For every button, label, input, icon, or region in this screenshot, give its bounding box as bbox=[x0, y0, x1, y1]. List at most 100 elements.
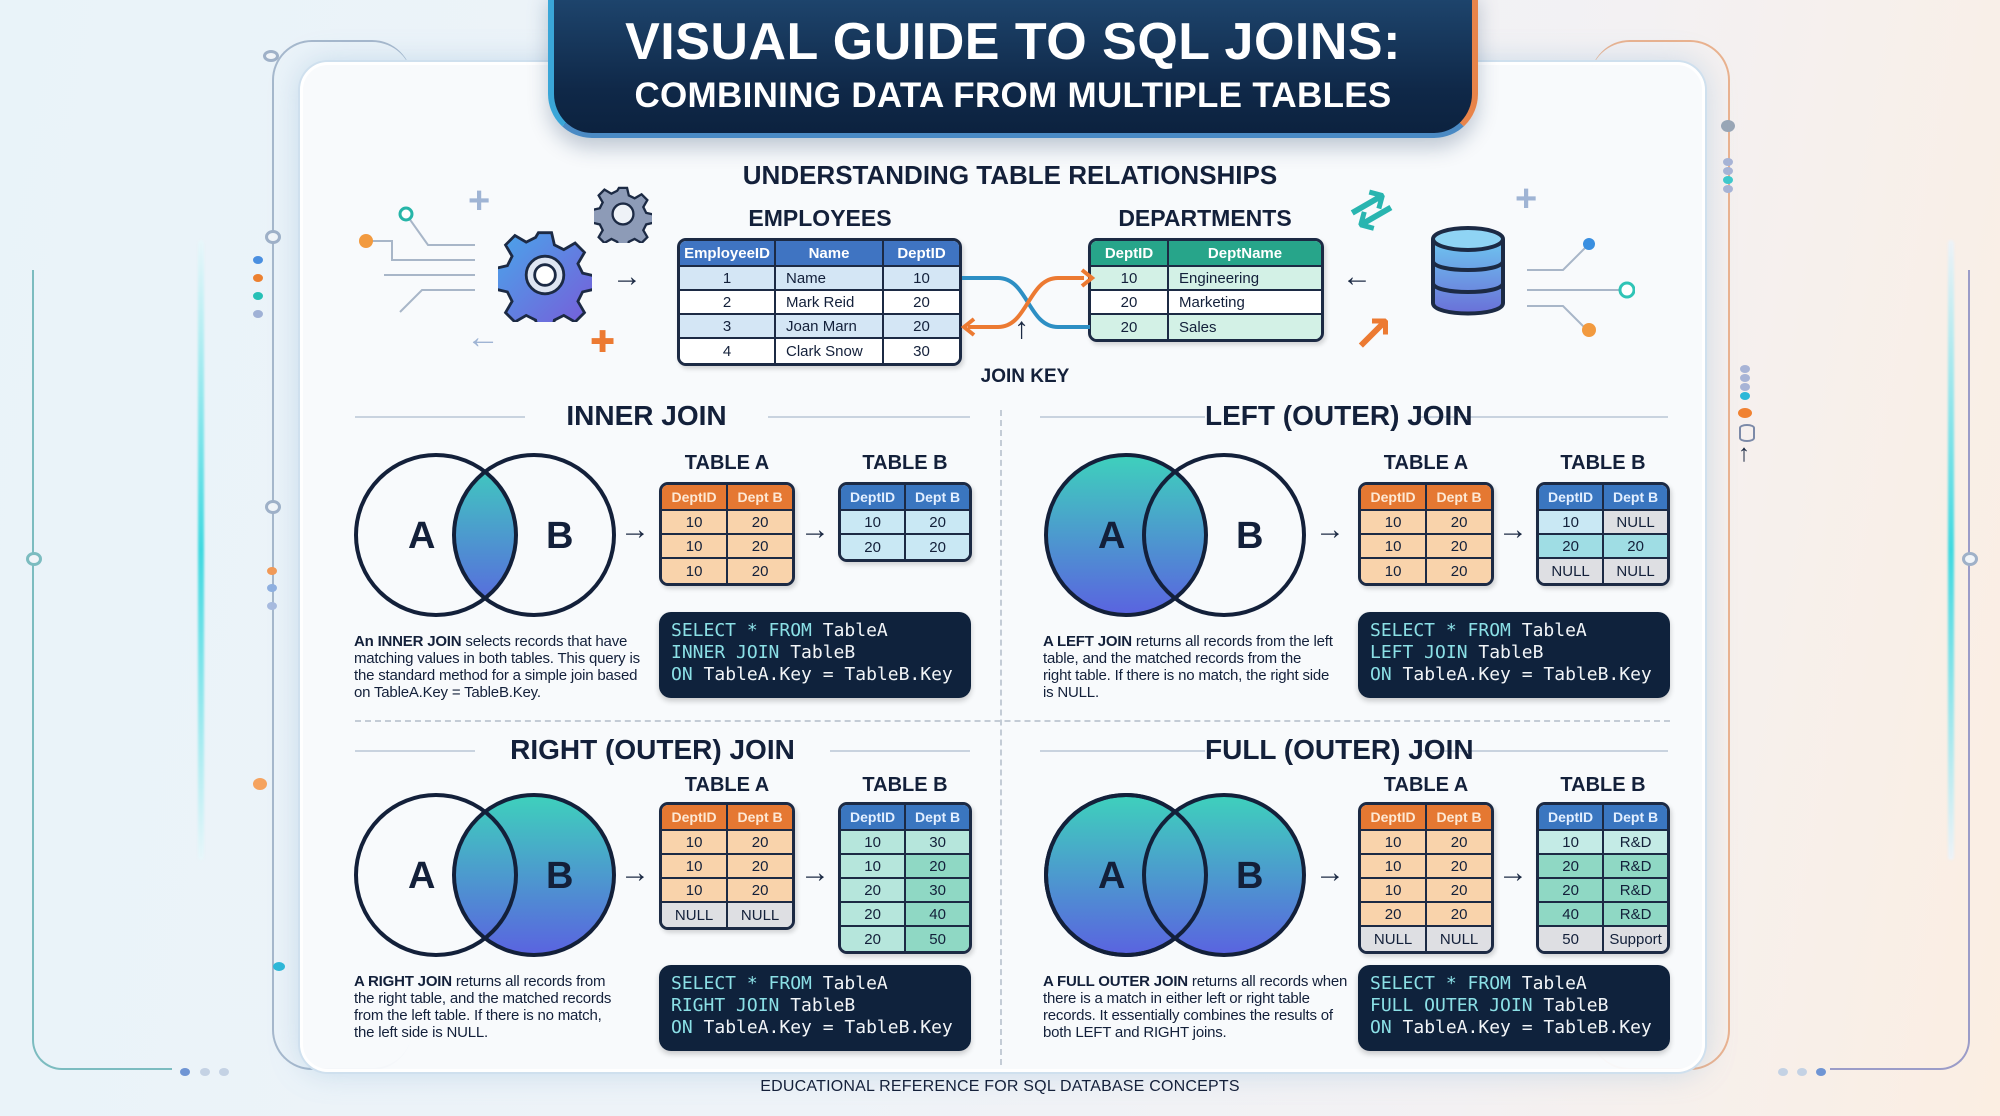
column-header: DeptID bbox=[1091, 241, 1169, 267]
sql-keyword: INNER JOIN bbox=[671, 642, 780, 663]
cell: R&D bbox=[1604, 903, 1667, 927]
join-key-connector bbox=[960, 268, 1096, 337]
description-bold: An INNER JOIN bbox=[354, 633, 462, 650]
column-header: DeptID bbox=[841, 485, 907, 511]
cell: 20 bbox=[1427, 535, 1491, 559]
cell: 10 bbox=[884, 267, 959, 291]
column-header: Dept B bbox=[1427, 485, 1491, 511]
sql-text: TableB bbox=[779, 995, 856, 1016]
sql-text: TableB bbox=[1532, 995, 1609, 1016]
decorative-dot bbox=[1721, 120, 1735, 132]
table-a-label: TABLE A bbox=[1383, 452, 1469, 474]
description-text: returns all records from the right table… bbox=[354, 973, 612, 1041]
venn-label-a: A bbox=[1098, 515, 1125, 557]
cell: 4 bbox=[680, 339, 776, 363]
column-header: Dept B bbox=[728, 805, 792, 831]
cell: 1 bbox=[680, 267, 776, 291]
cell: 10 bbox=[662, 511, 729, 535]
cell: 30 bbox=[906, 831, 969, 855]
plus-icon: + bbox=[1515, 178, 1538, 220]
employees-title: EMPLOYEES bbox=[748, 205, 892, 231]
sql-line: RIGHT JOIN TableB bbox=[671, 995, 959, 1017]
decorative-dot bbox=[253, 310, 263, 318]
cell: 20 bbox=[728, 879, 792, 903]
sql-text: TableA bbox=[1510, 973, 1587, 994]
cell: 2 bbox=[680, 291, 776, 315]
column-header: DeptID bbox=[662, 805, 729, 831]
venn-label-b: B bbox=[546, 515, 573, 557]
cell: 20 bbox=[906, 535, 969, 559]
right-join-description: A RIGHT JOIN returns all records from th… bbox=[354, 973, 624, 1041]
sql-line: FULL OUTER JOIN TableB bbox=[1370, 995, 1658, 1017]
table-header-row: DeptID DeptName bbox=[1091, 241, 1321, 267]
cell: 20 bbox=[841, 879, 907, 903]
cell: 20 bbox=[728, 535, 792, 559]
left-join-title: LEFT (OUTER) JOIN bbox=[1205, 400, 1473, 431]
cell: Marketing bbox=[1169, 291, 1321, 315]
full-join-description: A FULL OUTER JOIN returns all records wh… bbox=[1043, 973, 1348, 1041]
venn-label-a: A bbox=[1098, 855, 1125, 897]
cell: NULL bbox=[1361, 927, 1428, 951]
cell: R&D bbox=[1604, 879, 1667, 903]
decorative-node-ring bbox=[1962, 552, 1978, 566]
sql-keyword: SELECT * FROM bbox=[1370, 973, 1511, 994]
divider-left-left bbox=[1040, 416, 1205, 418]
table-a-label: TABLE A bbox=[1383, 774, 1469, 796]
cell: 40 bbox=[1539, 903, 1605, 927]
right-arrow-icon: → bbox=[800, 856, 830, 889]
venn-label-b: B bbox=[1236, 855, 1263, 897]
column-header: Dept B bbox=[1604, 805, 1667, 831]
cell: Engineering bbox=[1169, 267, 1321, 291]
title-banner: VISUAL GUIDE TO SQL JOINS: COMBINING DAT… bbox=[548, 0, 1478, 138]
cell: 20 bbox=[906, 855, 969, 879]
right-join-title: RIGHT (OUTER) JOIN bbox=[510, 734, 795, 765]
sql-text: TableA bbox=[811, 620, 888, 641]
column-header: Dept B bbox=[1427, 805, 1491, 831]
right-arrow-icon: → bbox=[800, 513, 830, 546]
cell: 20 bbox=[1427, 903, 1491, 927]
decorative-dot bbox=[1778, 1068, 1788, 1076]
cell: 10 bbox=[1361, 879, 1428, 903]
cell: 50 bbox=[906, 927, 969, 951]
cell: 3 bbox=[680, 315, 776, 339]
description-bold: A RIGHT JOIN bbox=[354, 973, 452, 990]
column-header: Dept B bbox=[1604, 485, 1667, 511]
table-b-label: TABLE B bbox=[1560, 452, 1646, 474]
sql-text: TableB bbox=[779, 642, 856, 663]
cell: Joan Marn bbox=[776, 315, 884, 339]
decorative-dot bbox=[273, 962, 285, 971]
database-icon bbox=[1431, 226, 1505, 316]
decorative-dot bbox=[1723, 167, 1733, 175]
dashed-divider-horizontal bbox=[355, 720, 1670, 722]
right-arrow-icon: → bbox=[1498, 856, 1528, 889]
sql-keyword: SELECT * FROM bbox=[671, 620, 812, 641]
plus-icon: + bbox=[468, 180, 491, 222]
cell: 20 bbox=[1427, 559, 1491, 583]
decorative-dot bbox=[180, 1068, 190, 1076]
cell: Name bbox=[776, 267, 884, 291]
small-gear-icon bbox=[594, 186, 652, 243]
cell: 10 bbox=[1361, 855, 1428, 879]
decorative-dot bbox=[1723, 176, 1733, 184]
decorative-node-ring bbox=[26, 552, 42, 566]
column-header: EmployeeID bbox=[680, 241, 776, 267]
departments-title: DEPARTMENTS bbox=[1118, 205, 1292, 231]
up-arrow-icon: ↑ bbox=[1738, 440, 1750, 467]
cell: 10 bbox=[1361, 831, 1428, 855]
cell: 10 bbox=[1539, 831, 1605, 855]
